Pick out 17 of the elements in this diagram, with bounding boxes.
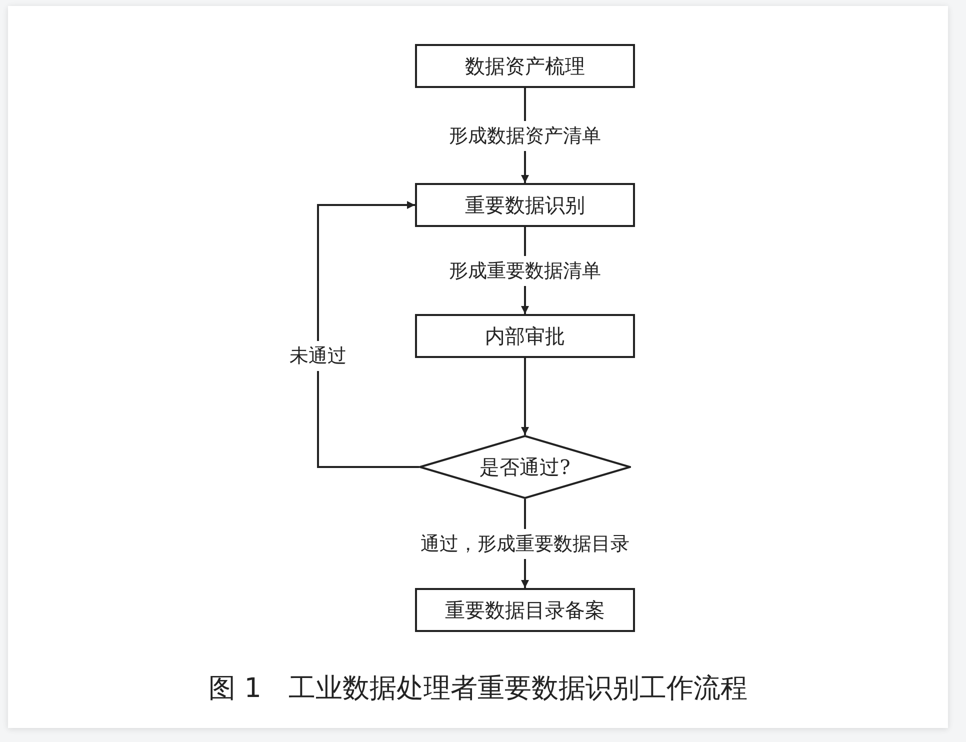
process-box: [415, 44, 635, 88]
process-box: [415, 314, 635, 358]
arrow: [521, 358, 529, 435]
node-label: 重要数据识别: [465, 192, 585, 218]
node-label: 内部审批: [485, 322, 565, 350]
caption: 图 1 工业数据处理者重要数据识别工作流程: [208, 672, 748, 706]
edge-label: 通过，形成重要数据目录: [418, 528, 632, 558]
process-box: [415, 588, 635, 632]
edge-label: 形成重要数据清单: [447, 256, 603, 286]
process-box: [415, 183, 635, 227]
edge-label: 形成数据资产清单: [447, 120, 603, 150]
decision-diamond: [419, 435, 631, 499]
node-label: 重要数据目录备案: [445, 596, 605, 624]
arrow: [317, 201, 419, 468]
edge-label: 未通过: [288, 341, 348, 371]
node-label: 是否通过?: [480, 454, 570, 480]
node-label: 数据资产梳理: [465, 52, 585, 80]
